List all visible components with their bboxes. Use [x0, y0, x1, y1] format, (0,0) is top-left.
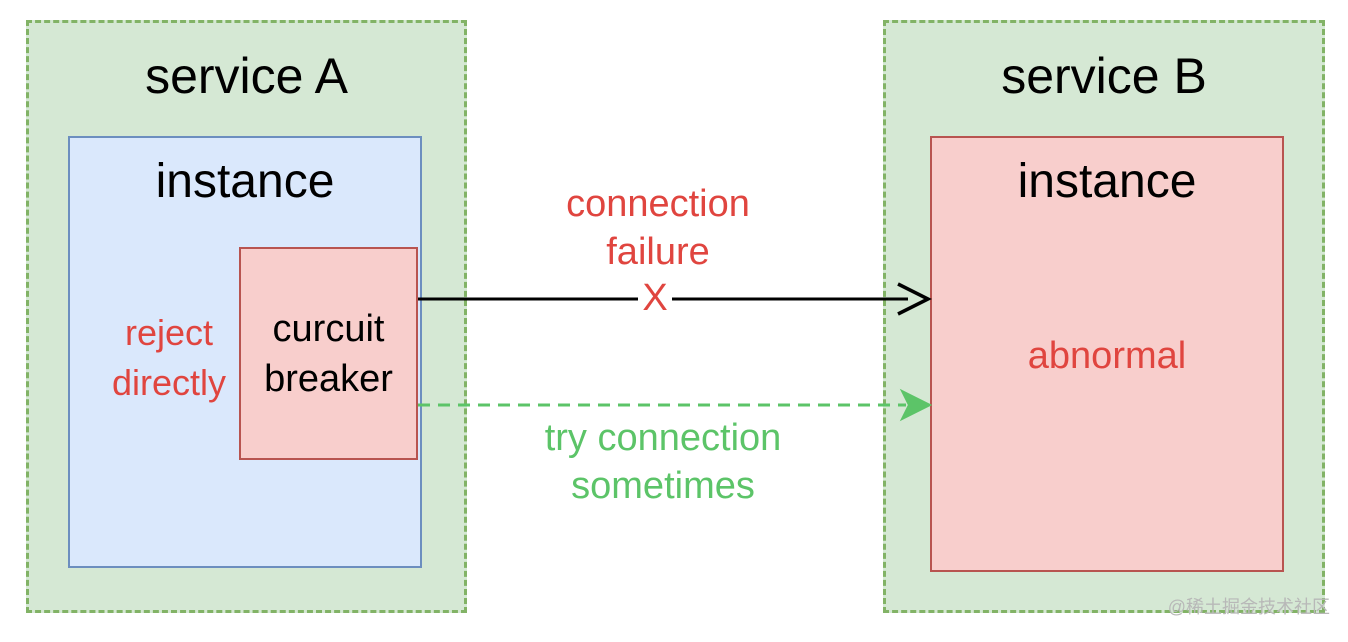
- connection-failure-label: connection failure: [538, 180, 778, 276]
- service-b-title: service B: [1001, 48, 1207, 104]
- reject-label-line2: directly: [111, 362, 227, 403]
- service-b-instance: instance: [930, 136, 1284, 572]
- service-b-instance-title: instance: [1017, 155, 1197, 208]
- try-connection-label: try connection sometimes: [510, 414, 816, 510]
- connection-failure-line2: failure: [606, 231, 710, 273]
- watermark-text: @稀土掘金技术社区: [1167, 597, 1330, 617]
- failure-x-mark: X: [638, 276, 672, 320]
- try-connection-line1: try connection: [544, 417, 782, 459]
- try-connection-line2: sometimes: [571, 465, 755, 507]
- connection-failure-line1: connection: [566, 183, 750, 225]
- service-a-instance-title: instance: [155, 155, 335, 208]
- reject-label-line1: reject: [124, 312, 214, 353]
- reject-directly-label: reject directly: [96, 308, 242, 408]
- service-a-title: service A: [145, 48, 348, 104]
- circuit-breaker-label-line2: breaker: [264, 357, 393, 400]
- abnormal-status-label: abnormal: [1027, 335, 1187, 377]
- circuit-breaker-label-line1: curcuit: [272, 307, 385, 350]
- circuit-breaker-box: curcuit breaker: [239, 247, 418, 460]
